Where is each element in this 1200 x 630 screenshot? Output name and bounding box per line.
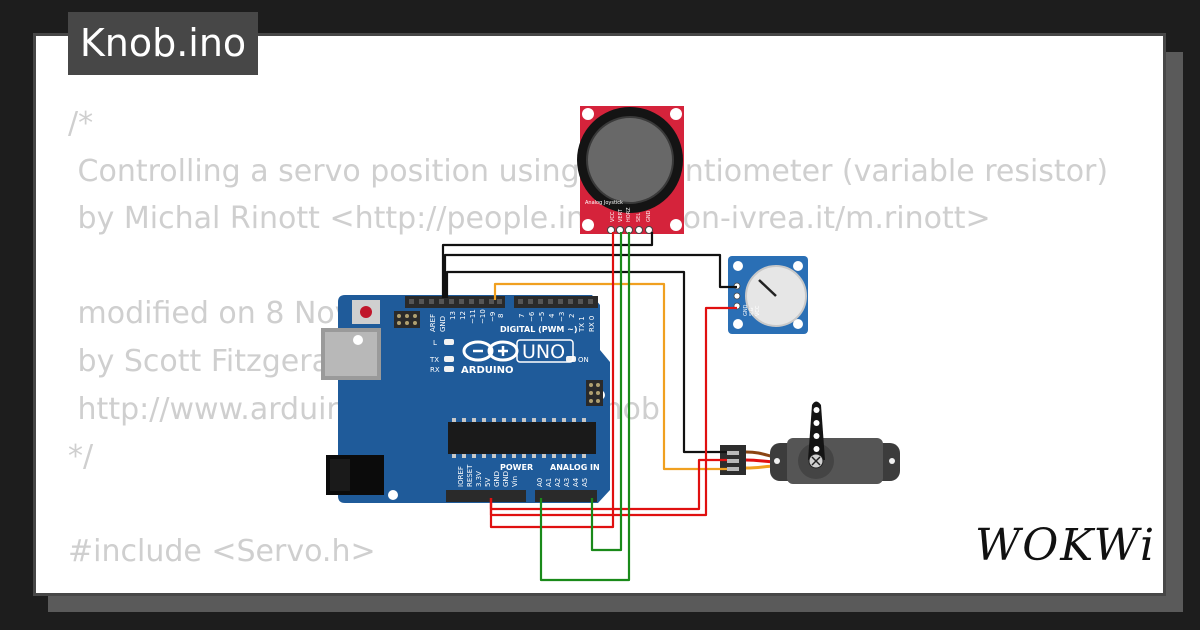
pin-label: ~11: [469, 309, 477, 324]
pin-label: ~6: [528, 311, 536, 322]
analog-label: ANALOG IN: [550, 463, 600, 472]
microcontroller-chip: [448, 422, 596, 454]
wire-a1-joystick: [590, 232, 623, 552]
icsp-header: [394, 311, 420, 328]
mounting-hole: [733, 319, 743, 329]
board-model: UNO: [522, 341, 565, 363]
pin-label: 2: [568, 314, 576, 318]
joystick-knob[interactable]: [586, 116, 674, 204]
arduino-uno-board[interactable]: AREF GND 13 12 ~11 ~10 ~9 8 7 ~6 ~5 4 ~3…: [321, 295, 610, 503]
pin-label: RESET: [466, 464, 474, 487]
wokwi-logo[interactable]: WOKWi: [975, 520, 1157, 571]
mounting-hole: [793, 319, 803, 329]
power-header: [446, 490, 526, 502]
mounting-hole: [582, 108, 594, 120]
wire-gnd-joystick: [441, 232, 654, 298]
pin-label: SEL: [636, 213, 642, 222]
led-rx: [444, 366, 454, 372]
pin-label: 3.3V: [475, 471, 483, 487]
digital-header-right: [514, 296, 598, 308]
board-brand: ARDUINO: [461, 365, 513, 376]
servo-horn[interactable]: [808, 401, 825, 461]
mounting-hole: [388, 490, 398, 500]
pin-label: ~9: [489, 312, 497, 322]
pin-label: TX 1: [578, 316, 586, 333]
led-on: [566, 356, 576, 362]
pin-label: IOREF: [457, 466, 465, 487]
pin-label-aref: AREF: [429, 314, 437, 332]
pin-label: A3: [563, 478, 571, 487]
led-label-l: L: [433, 339, 437, 347]
power-label: POWER: [500, 463, 533, 472]
pin-label: 5V: [484, 478, 492, 487]
icsp-header: [586, 380, 603, 406]
joystick-label: Analog Joystick: [585, 200, 623, 206]
wire-signal-servo: [493, 282, 727, 471]
pin-label: VERT: [618, 208, 624, 222]
pin-label: SIG: [749, 307, 755, 316]
pin-label: 7: [518, 314, 526, 318]
wires: [441, 232, 737, 582]
analog-joystick[interactable]: Analog Joystick VCC VERT HORZ SEL GND: [577, 106, 684, 234]
pin-label: GND: [502, 471, 510, 487]
pin-label: VCC: [610, 211, 616, 222]
pin-label: A2: [554, 478, 562, 487]
mounting-hole: [353, 335, 363, 345]
pin-label: A1: [545, 478, 553, 487]
pin-label: GND: [743, 304, 749, 316]
led-label-tx: TX: [429, 356, 439, 364]
code-line: /*: [68, 106, 94, 141]
pin-label: GND: [493, 471, 501, 487]
wire-gnd-pot: [443, 253, 737, 298]
pin-label: 8: [497, 314, 505, 318]
pin-label: GND: [646, 210, 652, 222]
analog-header: [535, 490, 597, 502]
pin-label: A5: [581, 478, 589, 487]
mounting-hole: [582, 219, 594, 231]
wire-gnd-servo: [445, 270, 727, 454]
led-l: [444, 339, 454, 345]
wire-a0-joystick: [539, 232, 631, 582]
digital-label: DIGITAL (PWM ~): [500, 325, 578, 334]
pin-label: ~5: [538, 312, 546, 322]
pin-label: 12: [459, 311, 467, 320]
pin-label: 13: [449, 311, 457, 320]
code-line: #include <Servo.h>: [68, 534, 376, 570]
pin-label: ~3: [558, 312, 566, 322]
pin-label: VCC: [755, 305, 761, 316]
potentiometer[interactable]: GND SIG VCC: [728, 256, 808, 334]
led-label-on: ON: [578, 356, 589, 364]
led-label-rx: RX: [430, 366, 440, 374]
pin-label: ~10: [479, 309, 487, 324]
led-tx: [444, 356, 454, 362]
pin-label: A0: [536, 478, 544, 487]
pin-label: HORZ: [626, 207, 632, 222]
mounting-hole: [670, 219, 682, 231]
pin-label: RX 0: [588, 316, 596, 332]
pin-label: 4: [548, 313, 556, 318]
mounting-hole: [733, 261, 743, 271]
mounting-hole: [670, 108, 682, 120]
mounting-hole: [793, 261, 803, 271]
code-line: */: [68, 439, 94, 475]
sketch-title: Knob.ino: [68, 12, 258, 75]
pin-label-gnd: GND: [439, 316, 447, 332]
servo-motor[interactable]: [720, 401, 900, 485]
pin-label: Vin: [511, 476, 519, 487]
wire-5v-servo: [489, 458, 727, 511]
pin-label: A4: [572, 477, 580, 487]
